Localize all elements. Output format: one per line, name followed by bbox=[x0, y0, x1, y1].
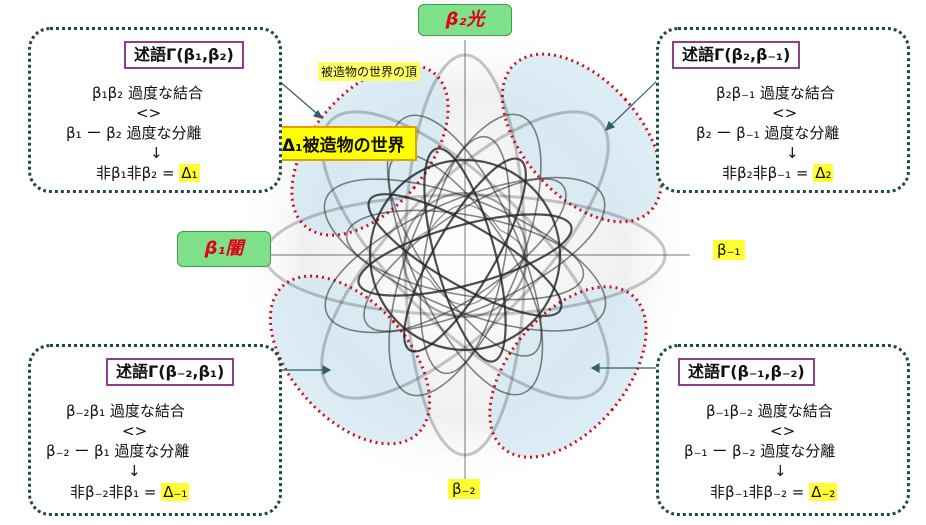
ellipse-bottom-left bbox=[268, 274, 432, 446]
predicate-title-bottom-right: 述語Γ(β₋₁,β₋₂) bbox=[678, 358, 815, 386]
beta2-light-label: β₂光 bbox=[418, 4, 512, 36]
panel-bottom-right-line2: <> bbox=[770, 422, 796, 440]
panel-top-right-arrow: ↓ bbox=[786, 144, 799, 162]
panel-bottom-left-line3: β₋₂ ー β₁ 過度な分離 bbox=[46, 442, 190, 460]
beta-minus2-marker: β₋₂ bbox=[448, 479, 480, 499]
panel-top-right-line2: <> bbox=[772, 104, 798, 122]
panel-bottom-right-formula: 非β₋₁非β₋₂ = bbox=[710, 483, 810, 501]
apex-label: 被造物の世界の頂 bbox=[318, 62, 421, 81]
panel-top-left-result: Δ₁ bbox=[179, 164, 200, 182]
panel-bottom-right-line1: β₋₁β₋₂ 過度な結合 bbox=[706, 402, 833, 420]
panel-top-left-line4: 非β₁非β₂ = Δ₁ bbox=[96, 164, 200, 182]
panel-top-right-line1: β₂β₋₁ 過度な結合 bbox=[716, 84, 835, 102]
panel-bottom-left-line4: 非β₋₂非β₁ = Δ₋₁ bbox=[70, 483, 190, 501]
panel-bottom-left-arrow: ↓ bbox=[128, 462, 141, 480]
beta-minus1-marker: β₋₁ bbox=[713, 240, 745, 260]
panel-top-right-formula: 非β₂非β₋₁ = bbox=[722, 164, 814, 182]
panel-top-left-arrow: ↓ bbox=[150, 144, 163, 162]
panel-bottom-left-line1: β₋₂β₁ 過度な結合 bbox=[66, 402, 185, 420]
panel-bottom-right-line3: β₋₁ ー β₋₂ 過度な分離 bbox=[684, 442, 836, 460]
panel-bottom-right-arrow: ↓ bbox=[774, 462, 787, 480]
delta1-world-label: Δ₁被造物の世界 bbox=[270, 126, 417, 161]
panel-top-right-result: Δ₂ bbox=[813, 164, 834, 182]
panel-bottom-left-result: Δ₋₁ bbox=[161, 483, 190, 501]
panel-top-left-line2: <> bbox=[136, 104, 162, 122]
predicate-title-top-left: 述語Γ(β₁,β₂) bbox=[124, 41, 244, 69]
panel-top-right-line3: β₂ ー β₋₁ 過度な分離 bbox=[696, 124, 840, 142]
panel-top-left-line3: β₁ ー β₂ 過度な分離 bbox=[66, 124, 202, 142]
predicate-title-bottom-left: 述語Γ(β₋₂,β₁) bbox=[106, 358, 235, 386]
panel-top-left-formula: 非β₁非β₂ = bbox=[96, 164, 180, 182]
panel-bottom-right-result: Δ₋₂ bbox=[809, 483, 838, 501]
panel-top-left-line1: β₁β₂ 過度な結合 bbox=[92, 84, 203, 102]
predicate-title-top-right: 述語Γ(β₂,β₋₁) bbox=[672, 41, 801, 69]
panel-top-right-line4: 非β₂非β₋₁ = Δ₂ bbox=[722, 164, 834, 182]
beta1-dark-label: β₁闇 bbox=[177, 231, 271, 267]
panel-bottom-left-line2: <> bbox=[122, 422, 148, 440]
ellipse-top-right bbox=[500, 52, 664, 224]
panel-bottom-right-line4: 非β₋₁非β₋₂ = Δ₋₂ bbox=[710, 483, 838, 501]
panel-bottom-left-formula: 非β₋₂非β₁ = bbox=[70, 483, 162, 501]
